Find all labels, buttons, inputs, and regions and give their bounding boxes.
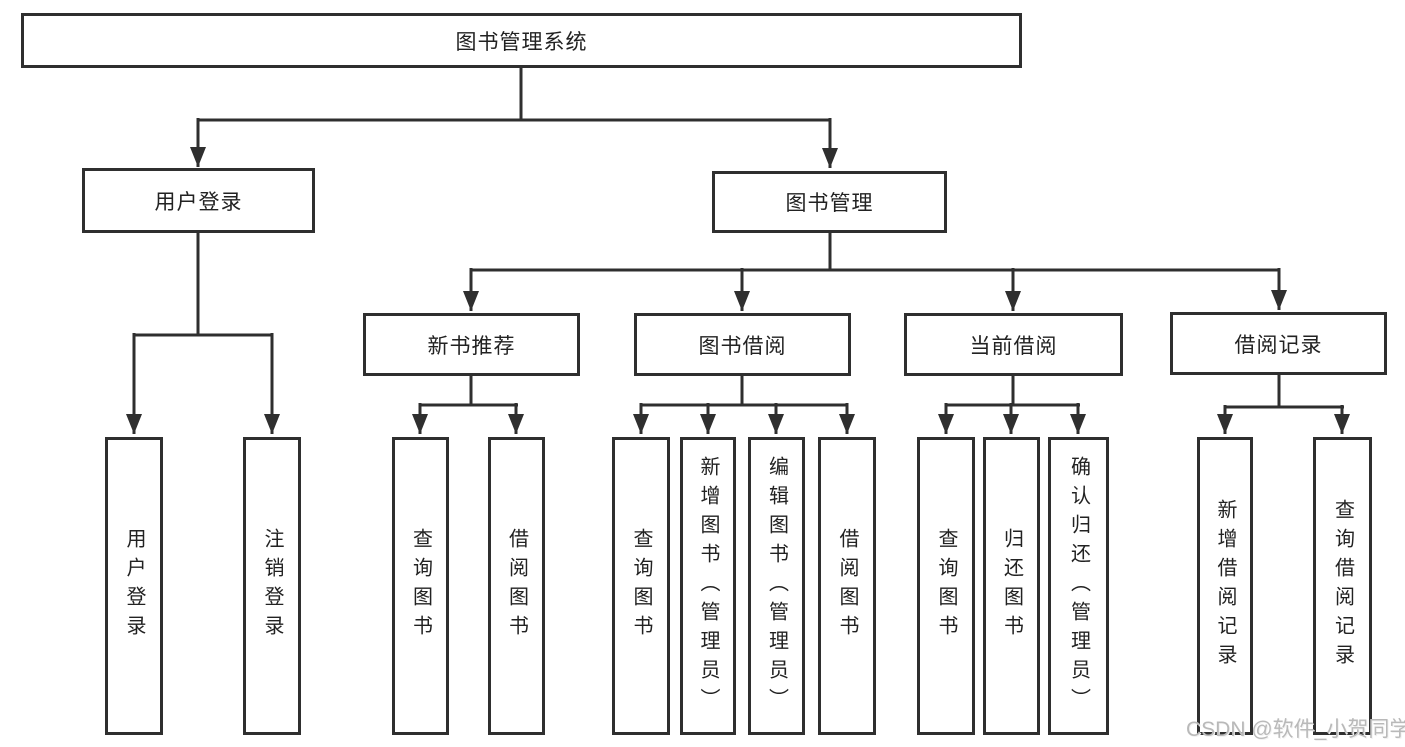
node-book-borrowing: 图书借阅 [634,313,851,376]
leaf-logout: 注销登录 [243,437,301,735]
leaf-user-login: 用户登录 [105,437,163,735]
connector-book-borrow-branch [633,376,855,434]
node-user-login: 用户登录 [82,168,315,233]
leaf-search-books-3-label: 查询图书 [935,528,957,644]
leaf-add-book-admin-label: 新增图书（管理员） [697,455,719,717]
node-borrowing-records-label: 借阅记录 [1234,333,1323,357]
leaf-confirm-return-admin: 确认归还（管理员） [1048,437,1109,735]
leaf-add-borrow-record-label: 新增借阅记录 [1214,499,1236,673]
leaf-add-book-admin: 新增图书（管理员） [680,437,736,735]
leaf-borrow-books-2-label: 借阅图书 [836,528,858,644]
leaf-search-books-2-label: 查询图书 [630,528,652,644]
leaf-confirm-return-admin-label: 确认归还（管理员） [1067,455,1090,717]
leaf-search-borrow-record-label: 查询借阅记录 [1331,499,1354,673]
leaf-edit-book-admin-label: 编辑图书（管理员） [765,455,788,717]
node-library-system-label: 图书管理系统 [455,30,588,54]
node-book-management: 图书管理 [712,171,947,233]
node-new-book-recommend-label: 新书推荐 [427,334,516,358]
node-borrowing-records: 借阅记录 [1170,312,1387,375]
leaf-logout-label: 注销登录 [261,528,283,644]
connector-new-book-branch [412,376,524,434]
leaf-edit-book-admin: 编辑图书（管理员） [748,437,805,735]
leaf-borrow-books-1: 借阅图书 [488,437,545,735]
leaf-borrow-books-2: 借阅图书 [818,437,876,735]
node-current-borrowing-label: 当前借阅 [969,334,1058,358]
csdn-watermark: CSDN @软件_小贺同学 [1186,718,1405,741]
node-user-login-label: 用户登录 [154,190,243,214]
leaf-borrow-books-1-label: 借阅图书 [505,528,528,644]
leaf-add-borrow-record: 新增借阅记录 [1197,437,1253,735]
leaf-user-login-label: 用户登录 [123,528,145,644]
node-library-system: 图书管理系统 [21,13,1022,68]
connector-current-borrow-branch [938,376,1086,434]
leaf-search-books-2: 查询图书 [612,437,670,735]
leaf-return-book-label: 归还图书 [1000,528,1023,644]
connector-root-to-level2 [190,68,838,168]
node-current-borrowing: 当前借阅 [904,313,1123,376]
node-new-book-recommend: 新书推荐 [363,313,580,376]
leaf-return-book: 归还图书 [983,437,1040,735]
node-book-management-label: 图书管理 [785,192,874,215]
leaf-search-books-1-label: 查询图书 [409,528,432,644]
leaf-search-books-3: 查询图书 [917,437,975,735]
connector-book-management-branch [463,233,1287,311]
connector-borrow-record-branch [1217,375,1350,434]
connector-user-login-branch [126,233,280,434]
node-book-borrowing-label: 图书借阅 [698,334,787,358]
leaf-search-books-1: 查询图书 [392,437,449,735]
leaf-search-borrow-record: 查询借阅记录 [1313,437,1372,735]
